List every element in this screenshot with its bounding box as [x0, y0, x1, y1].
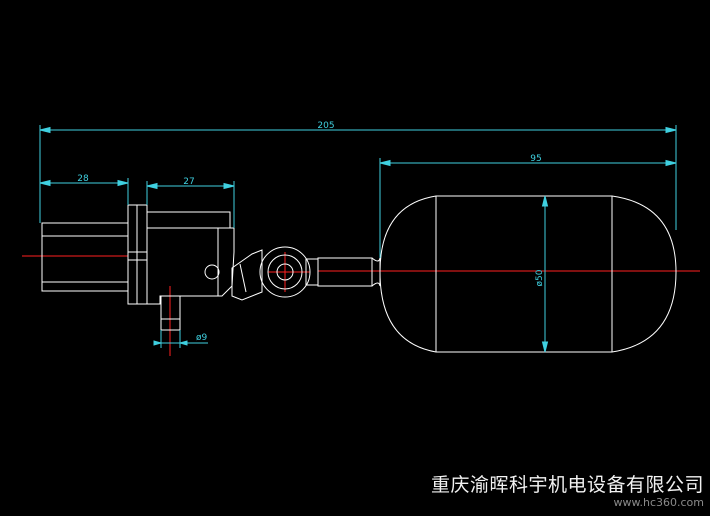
dim-label-float-diameter: ø50 [535, 269, 545, 286]
site-watermark: www.hc360.com [613, 496, 704, 509]
valve-pin [204, 264, 220, 280]
dimension-lines [39, 125, 677, 353]
dim-label-pipe-diameter: ø9 [196, 333, 208, 343]
dim-label-total-length: 205 [317, 121, 334, 131]
rod-collar [371, 257, 381, 287]
threaded-inlet [41, 222, 129, 292]
outlet-pipe [160, 295, 181, 331]
company-name: 重庆渝晖科宇机电设备有限公司 [430, 474, 704, 496]
float-ball [379, 195, 677, 353]
pivot-hole [276, 263, 294, 281]
pivot-outer [259, 246, 311, 298]
dim-label-thread-length: 28 [77, 174, 89, 184]
part-outline [41, 195, 677, 353]
float-rod [317, 257, 373, 287]
lever-arm [231, 249, 263, 301]
centerlines [22, 252, 700, 356]
valve-body [147, 211, 235, 305]
dim-label-float-length: 95 [530, 154, 541, 164]
pivot-ring [267, 254, 303, 290]
dim-label-body-length: 27 [183, 177, 194, 187]
